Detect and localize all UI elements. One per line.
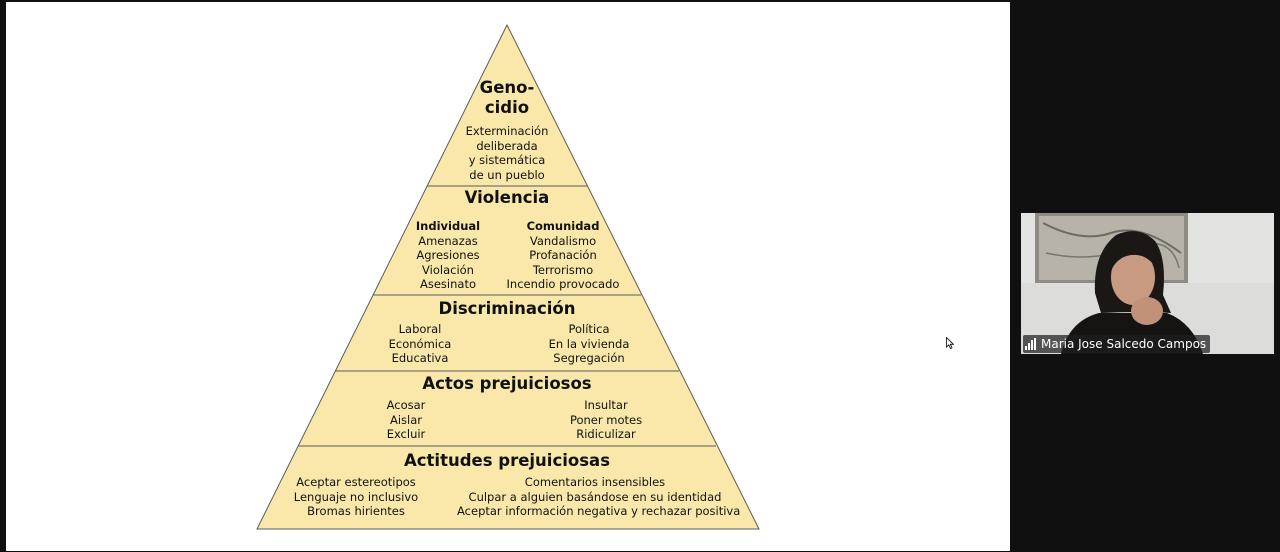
level1-line: de un pueblo xyxy=(469,167,545,182)
level5-left-item: Aceptar estereotipos xyxy=(296,475,416,489)
level3-left-column: Laboral Económica Educativa xyxy=(370,322,470,366)
level1-line: Exterminación xyxy=(465,124,549,138)
level1-line: deliberada xyxy=(476,138,538,153)
pyramid-shape xyxy=(256,23,760,530)
level2-right-column: Comunidad Vandalismo Profanación Terrori… xyxy=(503,219,623,292)
level3-left-item: Laboral xyxy=(398,322,442,336)
level3-right-item: Política xyxy=(568,322,610,336)
level4-left-item: Excluir xyxy=(386,427,426,441)
level4-left-item: Acosar xyxy=(386,398,426,412)
participant-name: Maria Jose Salcedo Campos xyxy=(1041,337,1207,351)
level2-left-item: Amenazas xyxy=(418,233,478,248)
level2-left-heading: Individual xyxy=(415,219,481,233)
level2-right-item: Vandalismo xyxy=(529,233,597,248)
level1-line: y sistemática xyxy=(468,153,546,167)
level2-left-column: Individual Amenazas Agresiones Violación… xyxy=(398,219,498,292)
level3-right-item: Segregación xyxy=(553,351,625,365)
level3-left-item: Educativa xyxy=(391,351,449,365)
level5-left-item: Bromas hirientes xyxy=(307,504,405,518)
level3-right-item: En la vivienda xyxy=(548,336,630,351)
level5-left-column: Aceptar estereotipos Lenguaje no inclusi… xyxy=(286,475,426,519)
level2-right-item: Profanación xyxy=(529,248,597,262)
level3-title: Discriminación xyxy=(438,299,576,318)
level2-left-item: Asesinato xyxy=(419,277,476,291)
level5-right-item: Aceptar información negativa y rechazar … xyxy=(457,504,741,518)
level2-left-item: Violación xyxy=(422,262,474,277)
level5-title: Actitudes prejuiciosas xyxy=(403,451,611,470)
level4-right-column: Insultar Poner motes Ridiculizar xyxy=(556,398,656,442)
level2-left-item: Agresiones xyxy=(416,248,480,262)
level3-right-column: Política En la vivienda Segregación xyxy=(539,322,639,366)
level5-right-item: Culpar a alguien basándose en su identid… xyxy=(468,489,722,504)
level4-title: Actos prejuiciosos xyxy=(422,374,592,393)
participant-video-feed xyxy=(1021,213,1274,354)
level4-right-item: Ridiculizar xyxy=(576,427,636,441)
level2-title: Violencia xyxy=(464,188,550,207)
level1-description: Exterminación deliberada y sistemática d… xyxy=(447,124,567,182)
level4-left-item: Aislar xyxy=(389,412,423,427)
level5-right-column: Comentarios insensibles Culpar a alguien… xyxy=(457,475,741,519)
level2-right-item: Incendio provocado xyxy=(506,277,620,291)
level2-right-item: Terrorismo xyxy=(532,262,594,277)
level3-left-item: Económica xyxy=(388,336,452,351)
signal-bars-icon xyxy=(1025,338,1036,350)
level2-right-heading: Comunidad xyxy=(526,219,600,233)
level4-left-column: Acosar Aislar Excluir xyxy=(356,398,456,442)
participant-name-tag: Maria Jose Salcedo Campos xyxy=(1023,335,1211,353)
mouse-cursor-icon xyxy=(946,337,954,349)
level4-right-item: Insultar xyxy=(584,398,628,412)
participant-video-tile[interactable]: Maria Jose Salcedo Campos xyxy=(1021,213,1274,354)
level5-left-item: Lenguaje no inclusivo xyxy=(293,489,419,504)
level1-title: Geno- cidio xyxy=(479,78,535,117)
level4-right-item: Poner motes xyxy=(569,412,643,427)
level5-right-item: Comentarios insensibles xyxy=(524,475,666,489)
